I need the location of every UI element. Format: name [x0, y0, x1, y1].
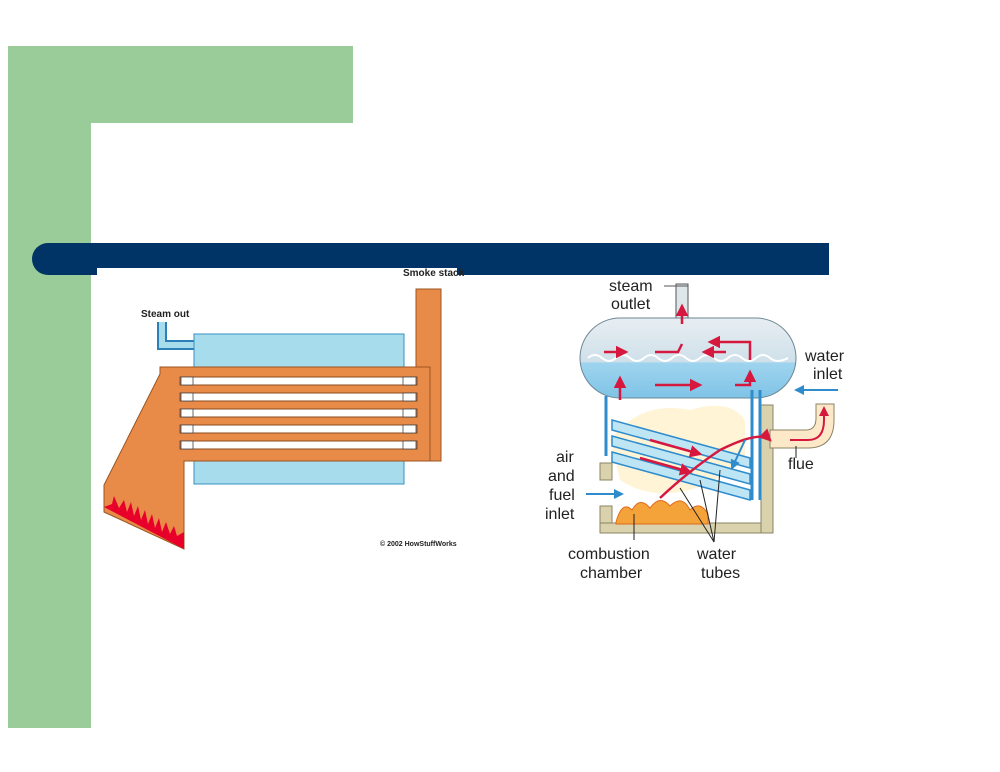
title-bar-gap: [97, 268, 457, 278]
flow-arrows-blue: [586, 385, 838, 499]
steam-out-pipe: [157, 322, 198, 350]
steam-drum: [579, 317, 797, 399]
combustion-chamber-label: combustion chamber: [568, 546, 654, 582]
water-inlet-label: water inlet: [804, 348, 849, 383]
water-tube-boiler-diagram: steam outlet water inlet flue air and fu…: [545, 278, 849, 582]
water-tubes-label: water tubes: [696, 546, 741, 582]
flames: [104, 496, 184, 549]
tube-end-caps: [180, 376, 417, 450]
water-tubes: [611, 419, 751, 501]
smoke-stack-label: Smoke stack: [403, 268, 465, 279]
fire-tube-boiler-diagram: Steam out Smoke stack © 2002 HowStuffWor…: [103, 268, 465, 550]
flue-duct: [769, 403, 835, 449]
burner-flames: [615, 500, 709, 525]
downcomer-pipes: [604, 390, 762, 500]
copyright-text: © 2002 HowStuffWorks: [380, 540, 457, 548]
air-fuel-inlet-label: air and fuel inlet: [545, 449, 579, 523]
leader-lines: [633, 446, 797, 543]
fire-tubes: [179, 376, 418, 450]
steam-out-label: Steam out: [141, 309, 190, 320]
slide-accent-horizontal: [8, 46, 353, 123]
steam-outlet-label: steam outlet: [609, 278, 657, 313]
flow-arrows-red: [604, 303, 772, 499]
slide-accent-vertical: [8, 46, 91, 728]
flue-label: flue: [788, 456, 814, 473]
